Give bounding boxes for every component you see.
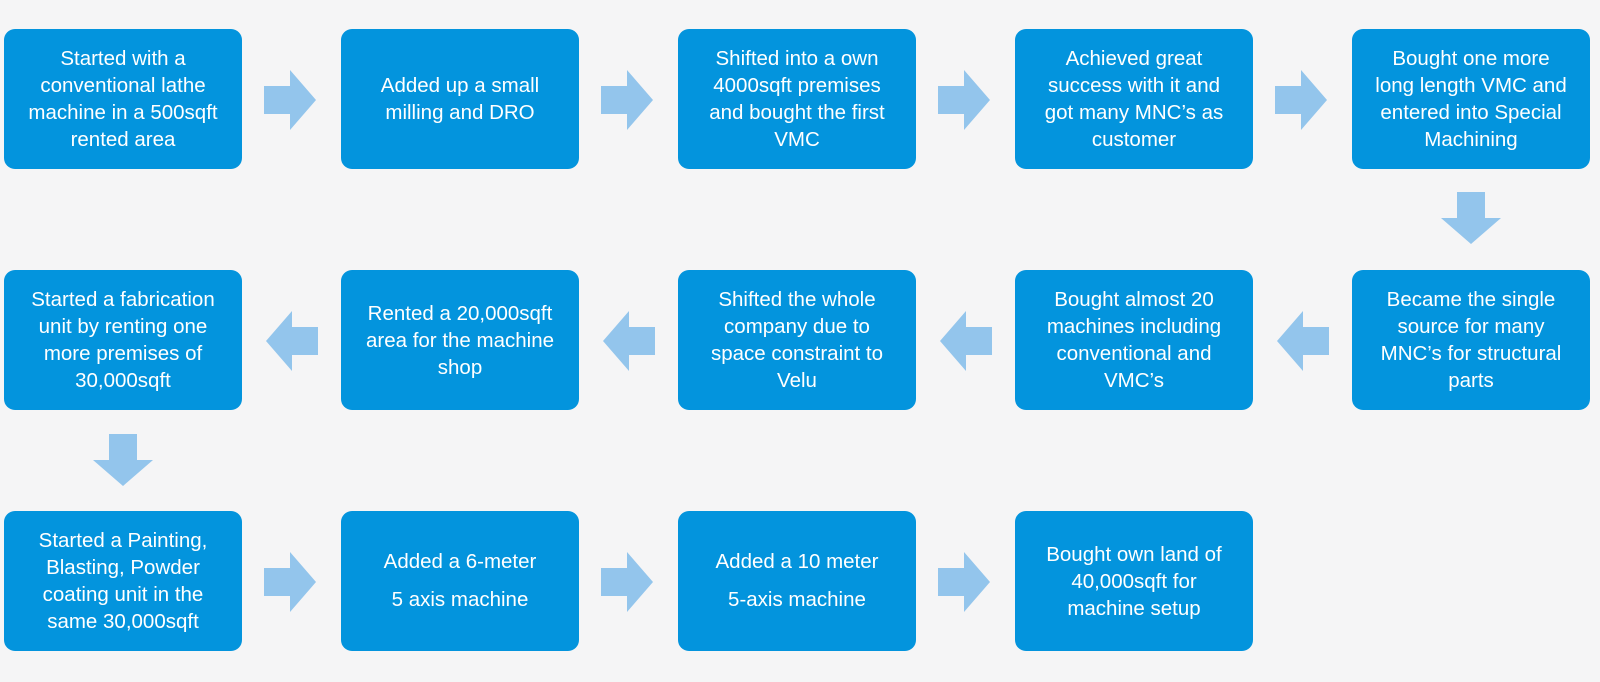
step-text-3: Shifted into a own 4000sqft premises and… bbox=[709, 47, 885, 151]
arrow-left-icon bbox=[1277, 311, 1329, 371]
step-box-13: Added a 10 meter 5-axis machine bbox=[678, 511, 916, 651]
arrow-left-icon bbox=[603, 311, 655, 371]
step-box-5: Bought one more long length VMC and ente… bbox=[1352, 29, 1590, 169]
step-box-4: Achieved great success with it and got m… bbox=[1015, 29, 1253, 169]
step-box-3: Shifted into a own 4000sqft premises and… bbox=[678, 29, 916, 169]
step-text-6: Became the single source for many MNC’s … bbox=[1380, 288, 1562, 392]
arrow-right-icon bbox=[938, 70, 990, 130]
step-text-1: Started with a conventional lathe machin… bbox=[28, 47, 218, 151]
arrow-right-icon bbox=[264, 552, 316, 612]
step-text-8: Shifted the whole company due to space c… bbox=[710, 288, 884, 392]
step-text-14: Bought own land of 40,000sqft for machin… bbox=[1046, 542, 1222, 620]
arrow-right-icon bbox=[601, 552, 653, 612]
step-box-6: Became the single source for many MNC’s … bbox=[1352, 270, 1590, 410]
step-text-2: Added up a small milling and DRO bbox=[380, 74, 540, 124]
step-box-12: Added a 6-meter 5 axis machine bbox=[341, 511, 579, 651]
step-box-9: Rented a 20,000sqft area for the machine… bbox=[341, 270, 579, 410]
step-box-2: Added up a small milling and DRO bbox=[341, 29, 579, 169]
arrow-left-icon bbox=[940, 311, 992, 371]
arrow-right-icon bbox=[1275, 70, 1327, 130]
step-box-7: Bought almost 20 machines including conv… bbox=[1015, 270, 1253, 410]
arrow-left-icon bbox=[266, 311, 318, 371]
step-text-9: Rented a 20,000sqft area for the machine… bbox=[365, 301, 555, 379]
step-text-12: Added a 6-meter 5 axis machine bbox=[383, 550, 537, 611]
arrow-down-icon bbox=[93, 434, 153, 486]
step-text-11: Started a Painting, Blasting, Powder coa… bbox=[38, 529, 208, 633]
step-box-10: Started a fabrication unit by renting on… bbox=[4, 270, 242, 410]
step-text-5: Bought one more long length VMC and ente… bbox=[1375, 47, 1567, 151]
arrow-down-icon bbox=[1441, 192, 1501, 244]
arrow-right-icon bbox=[938, 552, 990, 612]
arrow-right-icon bbox=[264, 70, 316, 130]
step-box-8: Shifted the whole company due to space c… bbox=[678, 270, 916, 410]
step-text-13: Added a 10 meter 5-axis machine bbox=[715, 550, 879, 611]
step-text-10: Started a fabrication unit by renting on… bbox=[31, 288, 215, 392]
arrow-right-icon bbox=[601, 70, 653, 130]
step-box-14: Bought own land of 40,000sqft for machin… bbox=[1015, 511, 1253, 651]
step-box-1: Started with a conventional lathe machin… bbox=[4, 29, 242, 169]
step-box-11: Started a Painting, Blasting, Powder coa… bbox=[4, 511, 242, 651]
step-text-4: Achieved great success with it and got m… bbox=[1044, 47, 1224, 151]
step-text-7: Bought almost 20 machines including conv… bbox=[1046, 288, 1222, 392]
